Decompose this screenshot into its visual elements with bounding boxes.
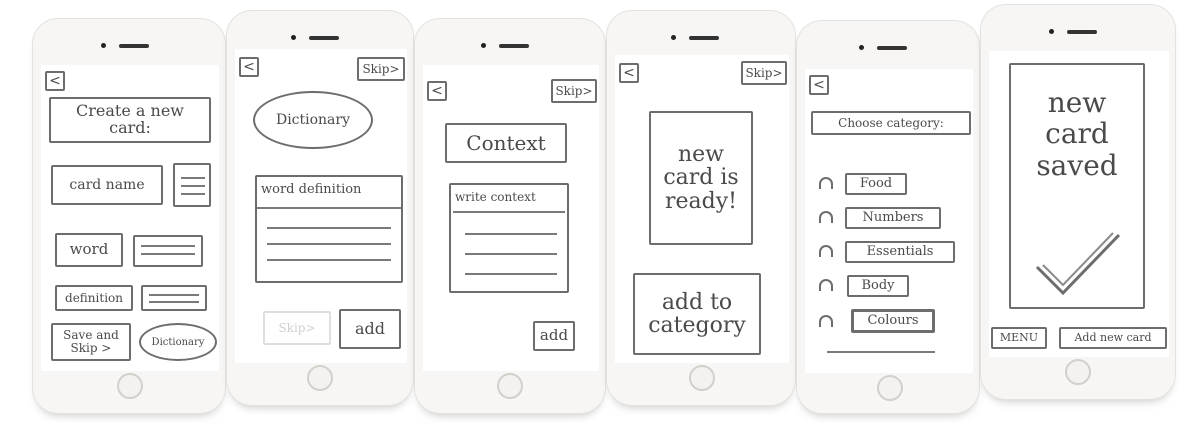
card-ready-message: new card is ready!	[649, 111, 753, 245]
skip-button[interactable]: Skip>	[741, 61, 787, 85]
camera-dot	[859, 45, 864, 50]
skip-button[interactable]: Skip>	[551, 79, 597, 103]
input-line	[149, 294, 199, 296]
input-line	[181, 177, 205, 179]
card-saved-message: new card saved	[1036, 86, 1118, 182]
radio-numbers[interactable]	[819, 211, 833, 223]
phone-6: new card saved MENU Add new card	[980, 4, 1176, 400]
screen-context: < Skip> Context write context add	[423, 65, 599, 371]
dictionary-button[interactable]: Dictionary	[139, 323, 217, 361]
text-line	[465, 273, 557, 275]
category-numbers[interactable]: Numbers	[845, 207, 941, 229]
text-line	[267, 259, 391, 261]
screen-dictionary: < Skip> Dictionary word definition Skip>…	[235, 49, 407, 363]
add-to-category-button[interactable]: add to category	[633, 273, 761, 355]
phone-3: < Skip> Context write context add	[414, 18, 606, 414]
add-button[interactable]: add	[339, 309, 401, 349]
card-saved-panel: new card saved	[1009, 63, 1145, 309]
text-line	[267, 227, 391, 229]
phone-2: < Skip> Dictionary word definition Skip>…	[226, 10, 414, 406]
word-label: word	[55, 233, 123, 267]
back-button[interactable]: <	[45, 71, 65, 91]
input-line	[141, 253, 195, 255]
speaker-slot	[119, 44, 149, 48]
speaker-slot	[499, 44, 529, 48]
word-definition-label: word definition	[261, 182, 362, 197]
create-card-title: Create a new card:	[49, 97, 211, 143]
back-button[interactable]: <	[239, 57, 259, 77]
camera-dot	[671, 35, 676, 40]
camera-dot	[291, 35, 296, 40]
category-colours[interactable]: Colours	[851, 309, 935, 333]
save-and-skip-button[interactable]: Save and Skip >	[51, 323, 131, 361]
radio-essentials[interactable]	[819, 245, 833, 257]
home-button[interactable]	[307, 365, 333, 391]
home-button[interactable]	[689, 365, 715, 391]
back-button[interactable]: <	[809, 75, 829, 95]
divider-line	[257, 207, 401, 209]
input-line	[141, 245, 195, 247]
input-line	[181, 185, 205, 187]
radio-colours[interactable]	[819, 315, 833, 327]
radio-food[interactable]	[819, 177, 833, 189]
speaker-slot	[689, 36, 719, 40]
category-body[interactable]: Body	[847, 275, 909, 297]
checkmark-icon	[1035, 232, 1121, 296]
phone-4: < Skip> new card is ready! add to catego…	[606, 10, 796, 406]
camera-dot	[101, 43, 106, 48]
screen-card-ready: < Skip> new card is ready! add to catego…	[615, 55, 789, 363]
skip-button[interactable]: Skip>	[357, 57, 405, 81]
home-button[interactable]	[1065, 359, 1091, 385]
home-button[interactable]	[117, 373, 143, 399]
definition-input[interactable]	[141, 285, 207, 311]
underline-divider	[827, 351, 935, 353]
card-name-input[interactable]	[173, 163, 211, 207]
camera-dot	[481, 43, 486, 48]
radio-body[interactable]	[819, 279, 833, 291]
text-line	[453, 211, 565, 213]
category-food[interactable]: Food	[845, 173, 907, 195]
add-new-card-button[interactable]: Add new card	[1059, 327, 1167, 349]
phone-5: < Choose category: Food Numbers Essentia…	[796, 20, 980, 414]
write-context-label: write context	[455, 190, 536, 204]
back-button[interactable]: <	[619, 63, 639, 83]
skip-disabled-button: Skip>	[263, 311, 331, 345]
choose-category-title: Choose category:	[811, 111, 971, 135]
home-button[interactable]	[877, 375, 903, 401]
text-line	[267, 243, 391, 245]
screen-card-saved: new card saved MENU Add new card	[989, 51, 1169, 357]
write-context-box[interactable]: write context	[449, 183, 569, 293]
speaker-slot	[877, 46, 907, 50]
word-input[interactable]	[133, 235, 203, 267]
category-essentials[interactable]: Essentials	[845, 241, 955, 263]
word-definition-box: word definition	[255, 175, 403, 283]
card-name-label: card name	[51, 165, 163, 205]
text-line	[465, 233, 557, 235]
screen-create-card: < Create a new card: card name word defi…	[41, 65, 219, 371]
phone-1: < Create a new card: card name word defi…	[32, 18, 226, 414]
home-button[interactable]	[497, 373, 523, 399]
camera-dot	[1049, 29, 1054, 34]
screen-choose-category: < Choose category: Food Numbers Essentia…	[805, 69, 973, 373]
back-button[interactable]: <	[427, 81, 447, 101]
speaker-slot	[1067, 30, 1097, 34]
menu-button[interactable]: MENU	[991, 327, 1047, 349]
add-button[interactable]: add	[533, 321, 575, 351]
dictionary-title: Dictionary	[253, 91, 373, 149]
text-line	[465, 253, 557, 255]
definition-label: definition	[55, 285, 133, 311]
speaker-slot	[309, 36, 339, 40]
input-line	[149, 301, 199, 303]
context-title: Context	[445, 123, 567, 163]
input-line	[181, 193, 205, 195]
